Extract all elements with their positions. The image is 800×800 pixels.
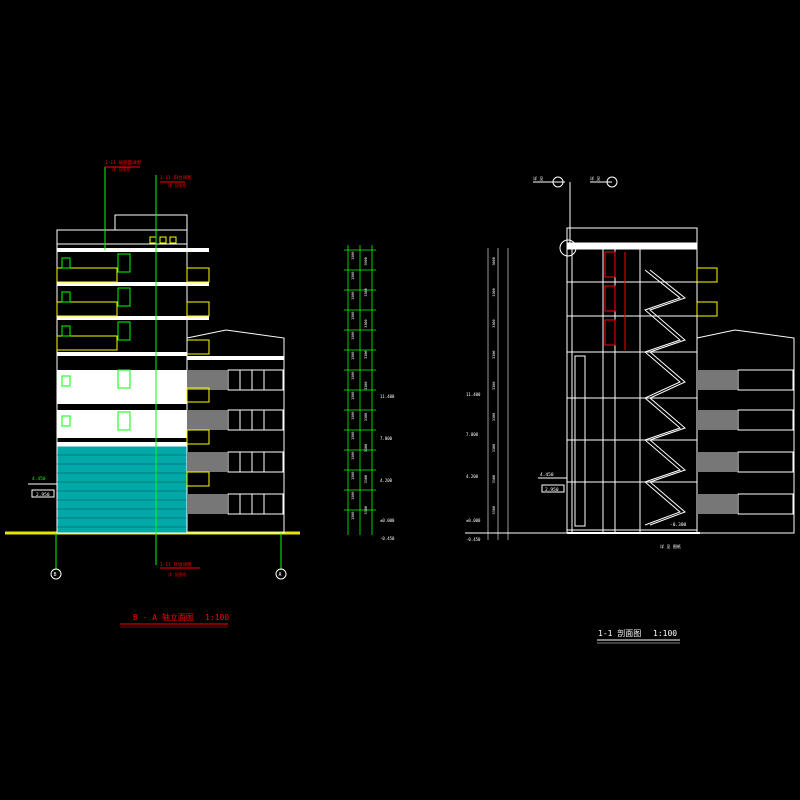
dim-value-b: 3900 [364,257,368,265]
level-value: 7.800 [380,436,393,441]
left-elevation: 1-11 坡屋面详图 详 见图纸 1-11 阳台详图 详 见图纸 1-11 外墙… [5,159,395,628]
tiled-base [56,445,188,534]
top-callout-1-sub: 详 见图纸 [112,166,130,172]
level-value: ±0.000 [380,518,395,523]
top-callout-2: 1-11 阳台详图 [160,174,192,181]
section-dim-value: 3300 [492,475,496,483]
section-bottom-note: 详 见 图纸 [660,543,681,549]
section-top-callouts: 详 见 详 见 [533,175,618,257]
staircase [644,269,687,526]
annex-block [186,329,285,534]
section-dim-value: 3300 [492,350,496,358]
dim-value-a: 1500 [351,472,355,480]
bottom-callout: 1-11 外墙详图 详 见图纸 [160,561,200,577]
section-dim-value: 3300 [492,319,496,327]
section-level-value: -0.450 [466,537,481,542]
dim-value-b: 3300 [364,288,368,296]
section-mid-level-text: 4.450 [540,472,554,478]
section-red-callouts [604,251,626,350]
right-section: 3000 3300 3300 3300 3300 3300 3300 3300 3300 11.… [465,175,795,644]
top-callout-1: 1-11 坡屋面详图 [105,159,142,166]
right-title-scale: 1:100 [653,629,677,638]
dimension-columns [344,245,376,535]
bottom-callout-text: 1-11 外墙详图 [160,561,192,568]
section-dim-value: 3300 [492,288,496,296]
section-dim-value: 3300 [492,413,496,421]
left-title-scale: 1:100 [205,613,229,622]
dim-value-a: 1500 [351,372,355,380]
top-callouts: 1-11 坡屋面详图 详 见图纸 1-11 阳台详图 详 见图纸 [104,159,192,250]
dim-value-b: 3300 [364,319,368,327]
top-callout-2-sub: 详 见图纸 [168,182,186,188]
section-level-value: 11.400 [466,392,481,397]
section-building [566,227,698,533]
level-value: -0.450 [380,536,395,541]
section-dimension-texts: 3000 3300 3300 3300 3300 3300 3300 3300 3300 [492,257,496,514]
section-dim-value: 3300 [492,444,496,452]
dim-value-b: 3300 [364,382,368,390]
dim-value-a: 1500 [351,492,355,500]
section-mid-sub-text: 2.950 [545,487,559,493]
section-stair-level: -0.300 [670,522,687,528]
dim-value-a: 1500 [351,392,355,400]
dim-value-a: 1500 [351,312,355,320]
dim-value-a: 1500 [351,332,355,340]
section-dim-value: 3300 [492,506,496,514]
section-level-texts: 11.400 7.800 4.200 ±0.000 -0.450 [466,392,481,542]
dim-value-b: 3300 [364,506,368,514]
level-value: 4.200 [380,478,393,483]
dim-value-b: 3300 [364,350,368,358]
section-callout-right: 详 见 [590,175,600,181]
section-callout-left: 详 见 [533,175,543,181]
dim-value-a: 1500 [351,512,355,520]
left-level-text: 4.450 [32,476,46,482]
dim-value-b: 3300 [364,475,368,483]
section-level-value: 4.200 [466,474,479,479]
right-title: 1-1 剖面图 1:100 [597,628,680,644]
section-level-value: ±0.000 [466,518,481,523]
section-dim-value: 3300 [492,382,496,390]
dim-value-a: 1500 [351,452,355,460]
left-title: B - A 轴立面图 1:100 [120,612,229,628]
axis-right-label: A [279,572,282,578]
dim-value-b: 3300 [364,444,368,452]
dim-value-a: 1500 [351,292,355,300]
section-annex [696,267,795,534]
elevation-level-texts: 11.400 7.800 4.200 ±0.000 -0.450 [380,394,395,541]
section-level-value: 7.800 [466,432,479,437]
dimension-texts: 1500 1500 1500 1500 1500 1500 1500 1500 1500 1500… [351,252,368,520]
left-sub-level-text: 2.950 [36,492,50,498]
dim-value-a: 1500 [351,432,355,440]
axis-markers: B A [50,568,287,580]
dim-value-a: 1500 [351,252,355,260]
section-dim-value: 3000 [492,257,496,265]
axis-left-label: B [54,572,57,578]
left-level-mark: 4.450 2.950 [28,476,57,498]
dim-value-a: 1500 [351,272,355,280]
floor-bands [57,248,209,446]
windows [61,253,131,471]
dim-value-b: 3300 [364,413,368,421]
right-title-text: 1-1 剖面图 [598,628,641,638]
level-value: 11.400 [380,394,395,399]
dim-value-a: 1500 [351,412,355,420]
left-title-text: B - A 轴立面图 [133,612,194,622]
section-mid-level: 4.450 2.950 -0.300 详 见 图纸 [538,472,687,549]
dim-value-a: 1500 [351,352,355,360]
bottom-callout-sub: 详 见图纸 [168,571,186,577]
